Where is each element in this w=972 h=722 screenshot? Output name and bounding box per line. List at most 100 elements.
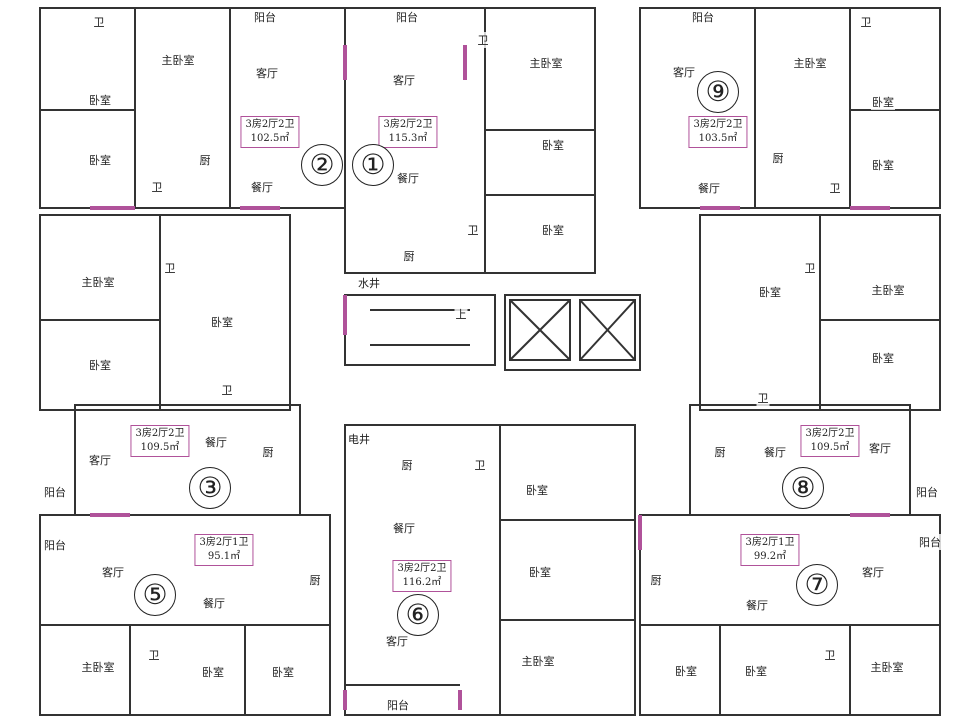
room-label: 卫 (756, 390, 770, 406)
room-label: 餐厅 (396, 170, 420, 186)
room-label: 餐厅 (697, 180, 721, 196)
room-label: 厨 (400, 457, 414, 473)
room-label: 卧室 (201, 664, 225, 680)
unit-area: 102.5㎡ (250, 133, 290, 144)
room-label: 卫 (220, 382, 234, 398)
room-label: 客厅 (255, 65, 279, 81)
room-label: 阳台 (918, 534, 942, 550)
room-label: 电井 (347, 431, 371, 447)
room-label: 客厅 (88, 452, 112, 468)
unit-area: 99.2㎡ (753, 551, 787, 562)
unit-number-2: ② (301, 144, 343, 186)
room-label: 主卧室 (520, 653, 556, 669)
unit-number-3: ③ (189, 467, 231, 509)
room-label: 阳台 (43, 484, 67, 500)
room-label: 主卧室 (80, 659, 116, 675)
room-label: 主卧室 (80, 274, 116, 290)
room-label: 卫 (473, 457, 487, 473)
room-label: 卧室 (744, 663, 768, 679)
unit-2-info: 3房2厅2卫 102.5㎡ (240, 116, 300, 148)
unit-area: 95.1㎡ (207, 551, 241, 562)
unit-type: 3房2厅2卫 (383, 119, 433, 130)
room-label: 餐厅 (392, 520, 416, 536)
unit-1-info: 3房2厅2卫 115.3㎡ (378, 116, 438, 148)
room-label: 主卧室 (870, 282, 906, 298)
room-label: 卧室 (88, 152, 112, 168)
room-label: 上 (454, 306, 468, 322)
room-label: 卧室 (541, 137, 565, 153)
room-label: 卫 (163, 260, 177, 276)
unit-7-info: 3房2厅1卫 99.2㎡ (740, 534, 800, 566)
room-label: 卫 (92, 14, 106, 30)
room-label: 卧室 (88, 92, 112, 108)
unit-8-info: 3房2厅2卫 109.5㎡ (800, 425, 860, 457)
room-label: 卫 (828, 180, 842, 196)
room-label: 主卧室 (160, 52, 196, 68)
room-label: 卧室 (210, 314, 234, 330)
room-label: 厨 (402, 248, 416, 264)
room-label: 客厅 (101, 564, 125, 580)
unit-number-8: ⑧ (782, 467, 824, 509)
room-label: 主卧室 (792, 55, 828, 71)
room-label: 客厅 (385, 633, 409, 649)
room-label: 客厅 (861, 564, 885, 580)
room-label: 客厅 (868, 440, 892, 456)
room-label: 卧室 (871, 94, 895, 110)
room-label: 卧室 (271, 664, 295, 680)
unit-area: 115.3㎡ (388, 133, 428, 144)
room-label: 餐厅 (763, 444, 787, 460)
room-label: 卧室 (528, 564, 552, 580)
room-label: 卧室 (871, 350, 895, 366)
room-label: 卫 (803, 260, 817, 276)
unit-type: 3房2厅2卫 (397, 563, 447, 574)
unit-area: 109.5㎡ (810, 442, 850, 453)
room-label: 厨 (713, 444, 727, 460)
room-label: 客厅 (392, 72, 416, 88)
room-label: 餐厅 (745, 597, 769, 613)
unit-type: 3房2厅2卫 (245, 119, 295, 130)
room-label: 卧室 (758, 284, 782, 300)
room-label: 餐厅 (204, 434, 228, 450)
unit-type: 3房2厅1卫 (199, 537, 249, 548)
unit-number-9: ⑨ (697, 71, 739, 113)
room-label: 阳台 (395, 9, 419, 25)
room-label: 卧室 (541, 222, 565, 238)
unit-area: 103.5㎡ (698, 133, 738, 144)
room-label: 厨 (771, 150, 785, 166)
unit-6-info: 3房2厅2卫 116.2㎡ (392, 560, 452, 592)
room-label: 卫 (823, 647, 837, 663)
room-label: 卧室 (871, 157, 895, 173)
room-label: 主卧室 (869, 659, 905, 675)
unit-type: 3房2厅1卫 (745, 537, 795, 548)
room-label: 阳台 (253, 9, 277, 25)
unit-number-1: ① (352, 144, 394, 186)
room-label: 卫 (476, 32, 490, 48)
unit-number-5: ⑤ (134, 574, 176, 616)
room-label: 卫 (859, 14, 873, 30)
unit-type: 3房2厅2卫 (135, 428, 185, 439)
unit-type: 3房2厅2卫 (805, 428, 855, 439)
room-label: 厨 (649, 572, 663, 588)
room-label: 卧室 (525, 482, 549, 498)
room-label: 阳台 (386, 697, 410, 713)
room-label: 餐厅 (250, 179, 274, 195)
room-label: 厨 (308, 572, 322, 588)
room-label: 卫 (147, 647, 161, 663)
room-label: 餐厅 (202, 595, 226, 611)
room-label: 卫 (150, 179, 164, 195)
unit-type: 3房2厅2卫 (693, 119, 743, 130)
room-label: 卧室 (674, 663, 698, 679)
room-label: 厨 (261, 444, 275, 460)
unit-9-info: 3房2厅2卫 103.5㎡ (688, 116, 748, 148)
room-label: 卫 (466, 222, 480, 238)
room-label: 主卧室 (528, 55, 564, 71)
unit-number-6: ⑥ (397, 594, 439, 636)
unit-number-7: ⑦ (796, 564, 838, 606)
unit-area: 116.2㎡ (402, 577, 442, 588)
unit-5-info: 3房2厅1卫 95.1㎡ (194, 534, 254, 566)
room-label: 厨 (198, 152, 212, 168)
room-label: 水井 (357, 275, 381, 291)
